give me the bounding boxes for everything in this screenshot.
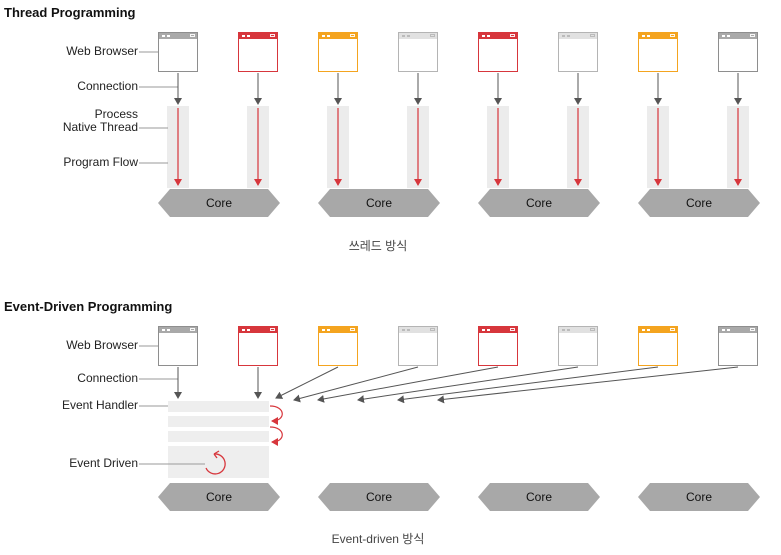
- thread-caption: 쓰레드 방식: [348, 239, 408, 253]
- core-shape: [638, 483, 760, 511]
- label-connection: Connection: [77, 371, 138, 385]
- event-handler-row: [168, 401, 269, 412]
- core-shape: [158, 189, 280, 217]
- browser-window-icon: [158, 326, 198, 366]
- core-label: Core: [365, 196, 392, 210]
- label-program-flow: Program Flow: [63, 155, 138, 169]
- thread-connection-arrows: [174, 73, 742, 105]
- core-label: Core: [205, 196, 232, 210]
- core-shape: [478, 483, 600, 511]
- event-handler-arrows: [269, 405, 283, 446]
- browser-window-icon: [318, 326, 358, 366]
- event-leader-lines: [139, 345, 205, 465]
- label-connection: Connection: [77, 79, 138, 93]
- core-shape: [318, 483, 440, 511]
- label-web-browser: Web Browser: [66, 44, 138, 58]
- label-process: Process: [94, 107, 138, 121]
- core-label: Core: [365, 490, 392, 504]
- event-section-title: Event-Driven Programming: [4, 299, 173, 314]
- event-caption: Event-driven 방식: [331, 532, 425, 546]
- browser-window-icon: [318, 32, 358, 72]
- browser-window-icon: [718, 326, 758, 366]
- label-native-thread: Native Thread: [62, 120, 138, 134]
- core-label: Core: [525, 196, 552, 210]
- event-handler-row: [168, 431, 269, 442]
- browser-window-icon: [638, 32, 678, 72]
- thread-section-title: Thread Programming: [4, 5, 136, 20]
- browser-window-icon: [238, 326, 278, 366]
- event-cores: [158, 483, 760, 511]
- core-shape: [478, 189, 600, 217]
- core-label: Core: [525, 490, 552, 504]
- label-event-handler: Event Handler: [61, 398, 138, 412]
- browser-window-icon: [158, 32, 198, 72]
- browser-window-icon: [718, 32, 758, 72]
- browser-window-icon: [558, 32, 598, 72]
- event-handler-row: [168, 416, 269, 427]
- browser-window-icon: [398, 32, 438, 72]
- thread-leader-lines: [139, 51, 178, 164]
- thread-program-flow-arrows: [174, 108, 742, 186]
- core-label: Core: [205, 490, 232, 504]
- browser-window-icon: [558, 326, 598, 366]
- browser-window-icon: [238, 32, 278, 72]
- loop-arrow-icon: [205, 450, 226, 475]
- label-web-browser: Web Browser: [66, 338, 138, 352]
- browser-window-icon: [398, 326, 438, 366]
- browser-window-icon: [478, 326, 518, 366]
- thread-cores: [158, 189, 760, 217]
- core-shape: [638, 189, 760, 217]
- core-shape: [318, 189, 440, 217]
- core-shape: [158, 483, 280, 511]
- core-label: Core: [685, 196, 712, 210]
- event-connection-arrows: [174, 366, 739, 404]
- label-event-driven: Event Driven: [69, 456, 138, 470]
- browser-window-icon: [638, 326, 678, 366]
- browser-window-icon: [478, 32, 518, 72]
- core-label: Core: [685, 490, 712, 504]
